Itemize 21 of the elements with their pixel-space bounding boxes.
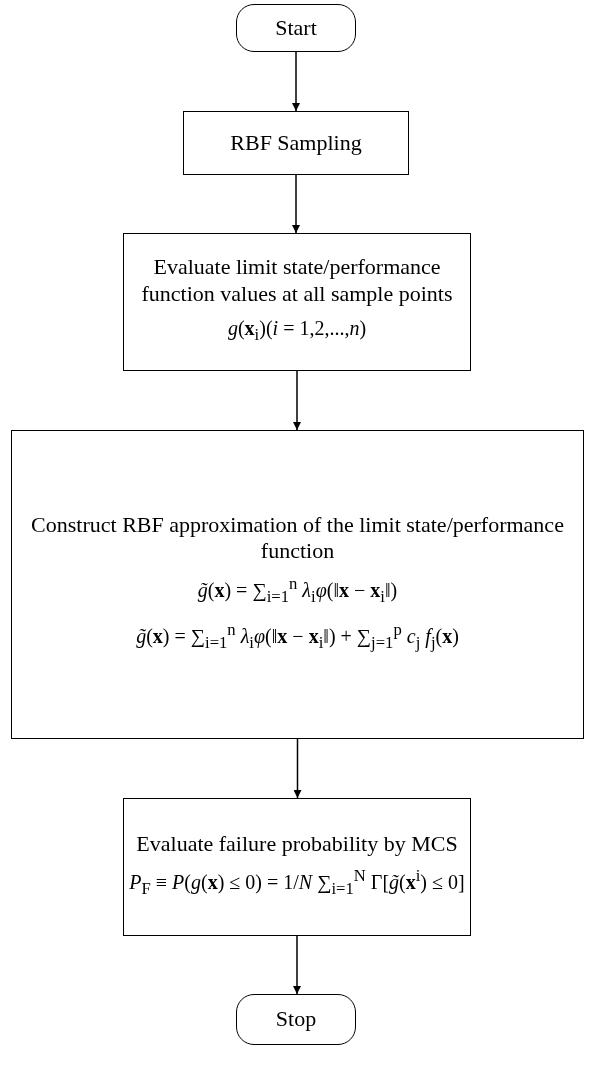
formula: g(x$_{i}$)(i = 1,2,...,n) xyxy=(227,316,367,346)
process-box xyxy=(123,798,471,936)
formula: g̃(x) = ∑$_{i=1}$$^{n}$ λ$_{i}$φ(‖x − x$_{i}$‖) xyxy=(197,572,398,607)
arrow xyxy=(293,370,301,431)
arrow xyxy=(292,51,300,112)
arrow xyxy=(292,174,300,234)
terminal-box xyxy=(236,4,356,52)
arrow xyxy=(293,935,301,995)
step-label: Evaluate failure probability by MCS xyxy=(136,830,458,858)
step-label: Start xyxy=(275,14,317,42)
step-label: RBF Sampling xyxy=(230,129,362,157)
process-box xyxy=(183,111,409,175)
step-label: Construct RBF approximation of the limit state/performance function xyxy=(30,511,565,565)
process-box xyxy=(11,430,584,739)
formula: g̃(x) = ∑$_{i=1}$$^{n}$ λ$_{i}$φ(‖x − x$_{i}$‖) + ∑$_{j=1}$$^{p}$ c$_{j}$ f$_{j}$(x) xyxy=(136,618,459,654)
arrow xyxy=(293,738,302,799)
formula: P$_{F}$ ≡ P(g(x) ≤ 0) = 1/N ∑$_{i=1}$$^{N}$ Γ[g̃(x$^{i}$) ≤ 0] xyxy=(129,865,465,900)
step-label: Stop xyxy=(275,1006,317,1033)
step-label: Evaluate limit state/performance function values at all sample points xyxy=(140,254,454,308)
terminal-box xyxy=(236,994,356,1045)
process-box xyxy=(123,233,471,371)
